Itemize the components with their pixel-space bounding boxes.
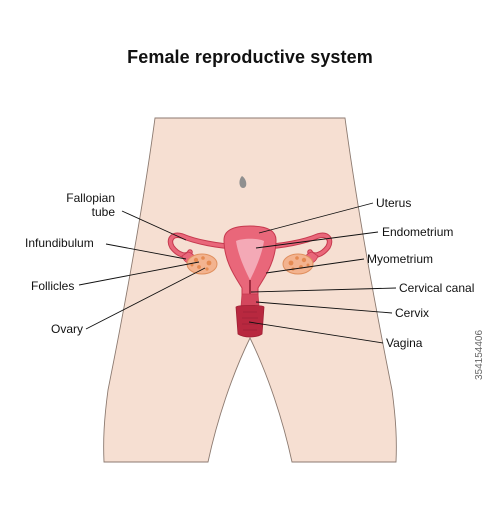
label-myometrium: Myometrium — [367, 252, 434, 266]
label-uterus: Uterus — [376, 196, 412, 210]
label-cervix: Cervix — [395, 306, 430, 320]
vagina — [235, 305, 265, 338]
label-infundibulum: Infundibulum — [25, 236, 94, 250]
endometrium — [236, 238, 264, 280]
label-fallopian-tube-line1: Fallopian — [66, 191, 115, 205]
leader-ovary — [85, 267, 206, 330]
label-vagina: Vagina — [386, 336, 423, 350]
fallopian-tube-left-inner — [168, 233, 240, 257]
leader-endometrium — [255, 231, 379, 249]
label-ovary: Ovary — [51, 322, 84, 336]
leader-follicles — [78, 261, 200, 286]
vagina-texture — [242, 311, 258, 331]
leader-myometrium — [265, 258, 365, 274]
leader-uterus — [258, 202, 374, 234]
label-cervical-canal: Cervical canal — [399, 281, 475, 295]
label-endometrium: Endometrium — [382, 225, 454, 239]
leader-infundibulum — [105, 243, 187, 260]
leader-cervix — [255, 301, 393, 314]
stock-image-id: 354154406 — [474, 329, 485, 380]
diagram-title: Female reproductive system — [127, 47, 373, 67]
cervix — [240, 293, 260, 308]
follicles-left — [190, 256, 212, 271]
leader-vagina — [248, 321, 384, 344]
label-fallopian-tube-line2: tube — [91, 205, 115, 219]
navel — [239, 176, 247, 188]
label-fallopian-tube: Fallopian tube — [59, 191, 115, 219]
leader-cervical-canal — [250, 287, 397, 293]
leader-fallopian-tube — [121, 210, 187, 241]
leader-lines — [78, 202, 397, 344]
label-follicles: Follicles — [31, 279, 75, 293]
